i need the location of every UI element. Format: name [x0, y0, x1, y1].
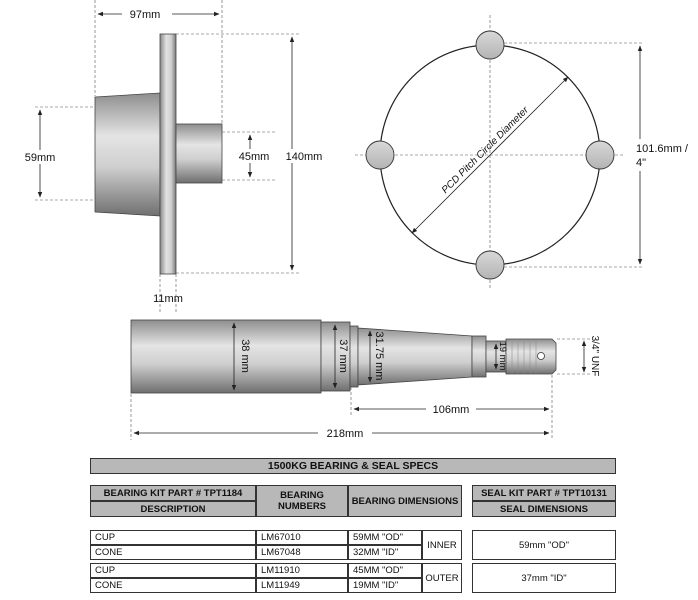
seal-id: 37mm "ID": [472, 563, 616, 593]
dim-pcd-value-line1: 101.6mm /: [636, 143, 689, 155]
dim-flange-diameter: 140mm: [286, 151, 323, 163]
row-1-number: LM67010: [256, 530, 348, 545]
row-4-description: CONE: [90, 578, 256, 593]
bolt-hole-right: [585, 140, 615, 170]
row-4-dimension: 19MM "ID": [348, 578, 422, 593]
specs-title: 1500KG BEARING & SEAL SPECS: [90, 458, 616, 474]
row-2-number: LM67048: [256, 545, 348, 560]
seal-od: 59mm "OD": [472, 530, 616, 560]
seal-kit-header: SEAL KIT PART # TPT10131: [472, 485, 616, 501]
row-3-description: CUP: [90, 563, 256, 578]
row-3-dimension: 45MM "OD": [348, 563, 422, 578]
dim-pcd-value-line2: 4": [636, 157, 646, 169]
dim-spigot-diameter: 45mm: [239, 151, 270, 163]
bearing-numbers-header: BEARING NUMBERS: [256, 485, 348, 517]
bolt-hole-left: [365, 140, 395, 170]
bearing-dimensions-header: BEARING DIMENSIONS: [348, 485, 462, 517]
row-1-dimension: 59MM "OD": [348, 530, 422, 545]
shaft-extension-lines: [130, 338, 590, 440]
technical-drawing: 97mm 59mm 45mm 140mm 11mm PCD Pitch Circ…: [24, 0, 698, 440]
dim-hub-diameter: 59mm: [25, 152, 56, 164]
dim-flange-thickness: 11mm: [153, 293, 183, 305]
seal-dimensions-header: SEAL DIMENSIONS: [472, 501, 616, 517]
dim-thread: 3/4" UNF: [589, 336, 600, 377]
hub-extension-lines: [35, 0, 300, 312]
bolt-hole-bottom: [475, 250, 505, 280]
bearing-kit-header: BEARING KIT PART # TPT1184: [90, 485, 256, 501]
dim-shaft-tip-diameter: 19 mm: [497, 341, 508, 370]
inner-label: INNER: [422, 530, 462, 560]
outer-label: OUTER: [422, 563, 462, 593]
dim-total-length: 218mm: [327, 428, 364, 440]
row-2-dimension: 32MM "ID": [348, 545, 422, 560]
row-1-description: CUP: [90, 530, 256, 545]
hub-side-view: [94, 33, 223, 275]
row-4-number: LM11949: [256, 578, 348, 593]
dim-shaft-taper-diameter: 31.75 mm: [373, 332, 385, 381]
description-header: DESCRIPTION: [90, 501, 256, 517]
row-3-number: LM11910: [256, 563, 348, 578]
dim-shaft-collar-diameter: 37 mm: [337, 339, 349, 373]
row-2-description: CONE: [90, 545, 256, 560]
dim-flange-length: 97mm: [130, 9, 161, 21]
bolt-hole-top: [475, 30, 505, 60]
dim-taper-length: 106mm: [433, 404, 470, 416]
dim-shaft-main-diameter: 38 mm: [239, 339, 251, 373]
pcd-front-view: PCD Pitch Circle Diameter 101.6mm / 4": [355, 15, 698, 290]
